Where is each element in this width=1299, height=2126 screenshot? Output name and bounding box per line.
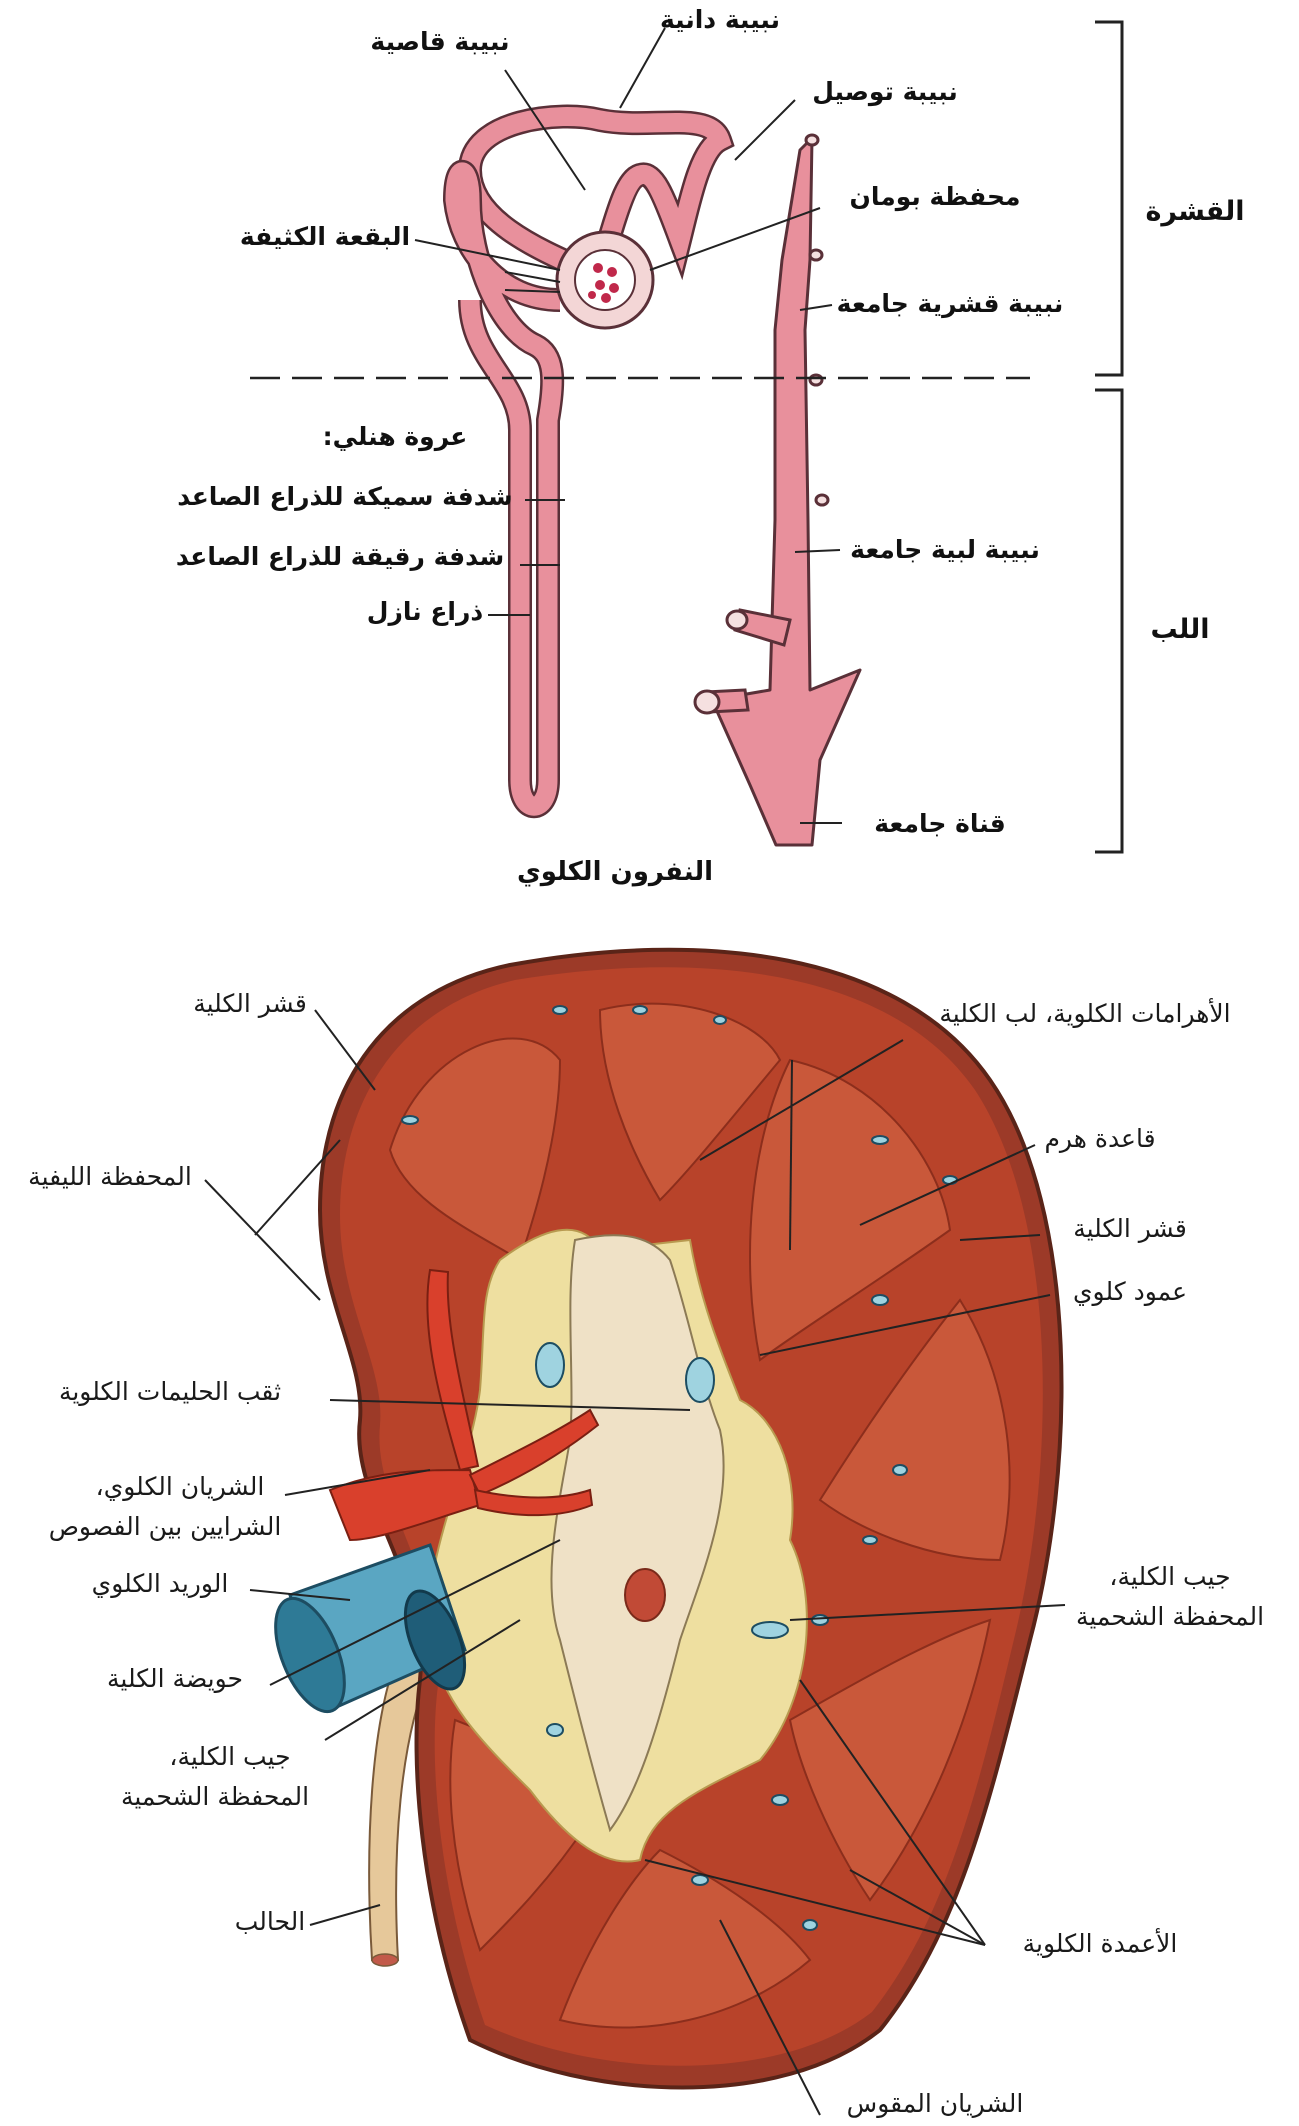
renal-vein xyxy=(274,1543,467,1714)
label-renal-pelvis: حويضة الكلية xyxy=(107,1664,243,1693)
label-bowman-capsule: محفظة بومان xyxy=(850,182,1021,212)
nephron-figure: نبيبة دانية نبيبة قاصية نبيبة توصيل محفظ… xyxy=(176,5,1245,887)
renal-pyramids xyxy=(388,1002,1011,2029)
label-renal-artery-1: الشريان الكلوي، xyxy=(96,1472,265,1501)
nephron-leaders xyxy=(414,27,842,824)
label-sinus-right-1: جيب الكلية، xyxy=(1109,1562,1230,1591)
label-medullary-collecting-tubule: نبيبة لبية جامعة xyxy=(850,535,1040,564)
nephron-labels: نبيبة دانية نبيبة قاصية نبيبة توصيل محفظ… xyxy=(176,5,1245,887)
nephron-tubules xyxy=(443,104,735,818)
label-proximal-tubule: نبيبة دانية xyxy=(660,5,780,34)
collecting-duct xyxy=(693,133,862,847)
label-descending-limb: ذراع نازل xyxy=(367,597,484,626)
nephron-title: النفرون الكلوي xyxy=(517,857,713,887)
kidney-labels: قشر الكلية الأهرامات الكلوية، لب الكلية … xyxy=(28,989,1264,2118)
label-renal-columns: الأعمدة الكلوية xyxy=(1023,1927,1178,1958)
label-arcuate-artery: الشريان المقوس xyxy=(847,2089,1024,2118)
label-renal-artery-2: الشرايين بين الفصوص xyxy=(49,1512,282,1541)
label-sinus-right-2: المحفظة الشحمية xyxy=(1076,1602,1264,1631)
label-pyramid-base: قاعدة هرم xyxy=(1044,1124,1155,1153)
label-renal-cortex-right: قشر الكلية xyxy=(1073,1214,1187,1243)
label-fibrous-capsule: المحفظة الليفية xyxy=(28,1162,192,1191)
label-sinus-left-2: المحفظة الشحمية xyxy=(121,1782,309,1811)
label-loop-of-henle: عروة هنلي: xyxy=(323,422,468,452)
renal-pelvis xyxy=(550,1234,725,1833)
renal-artery xyxy=(328,1268,600,1542)
vessel-sections xyxy=(401,1005,958,1931)
label-renal-vein: الوريد الكلوي xyxy=(92,1569,229,1598)
label-distal-tubule: نبيبة قاصية xyxy=(370,27,509,56)
label-cortical-collecting-tubule: نبيبة قشرية جامعة xyxy=(837,289,1064,319)
label-thin-ascending: شدفة رقيقة للذراع الصاعد xyxy=(176,542,504,571)
label-cortex-region: القشرة xyxy=(1145,196,1244,227)
label-renal-cortex-top: قشر الكلية xyxy=(193,989,307,1018)
cortex-bracket xyxy=(1095,20,1124,377)
label-renal-pyramids: الأهرامات الكلوية، لب الكلية xyxy=(939,997,1230,1028)
glomerulus xyxy=(588,263,619,303)
label-medulla-region: اللب xyxy=(1151,614,1210,645)
label-renal-column: عمود كلوي xyxy=(1073,1277,1187,1306)
label-collecting-duct: قناة جامعة xyxy=(874,809,1006,838)
label-papillary-foramina: ثقب الحليمات الكلوية xyxy=(59,1377,281,1406)
kidney-figure: قشر الكلية الأهرامات الكلوية، لب الكلية … xyxy=(28,947,1264,2118)
label-macula-densa: البقعة الكثيفة xyxy=(240,222,410,251)
label-connecting-tubule: نبيبة توصيل xyxy=(812,77,958,107)
label-sinus-left-1: جيب الكلية، xyxy=(169,1742,290,1771)
label-ureter: الحالب xyxy=(235,1907,305,1936)
label-thick-ascending: شدفة سميكة للذراع الصاعد xyxy=(177,482,513,511)
kidney-leaders xyxy=(204,1009,1066,2116)
medulla-bracket xyxy=(1095,388,1124,854)
bowman-capsule xyxy=(555,230,655,330)
